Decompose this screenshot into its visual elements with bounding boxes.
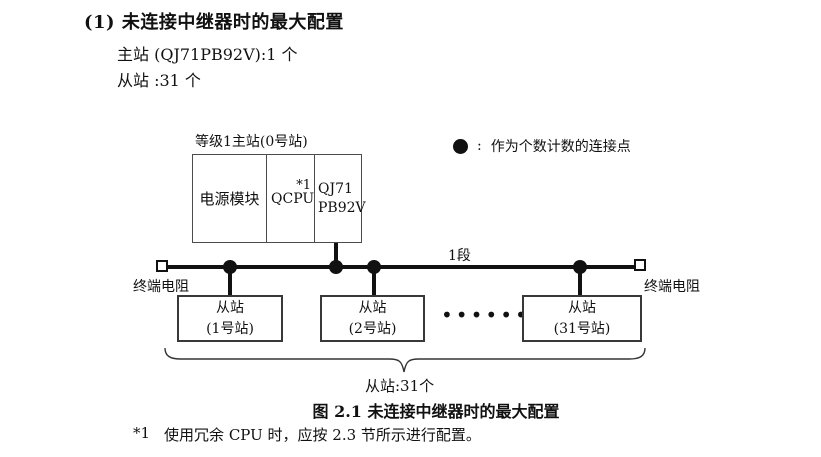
slave1-drop-line xyxy=(228,267,232,295)
slave-station-31-box: 从站 (31号站) xyxy=(522,295,642,342)
slave1-title: 从站 xyxy=(216,300,244,317)
footnote-marker: *1 xyxy=(133,424,151,442)
figure-caption: 图 2.1 未连接中继器时的最大配置 xyxy=(312,402,560,421)
terminator-left-label: 终端电阻 xyxy=(133,279,189,295)
terminator-right-label: 终端电阻 xyxy=(644,279,700,295)
slave-count-line: 从站 :31 个 xyxy=(117,71,201,90)
slave1-station-no: (1号站) xyxy=(206,320,254,337)
ellipsis-dots: •••••• xyxy=(441,303,530,327)
master-count-line: 主站 (QJ71PB92V):1 个 xyxy=(117,45,298,64)
slave31-drop-line xyxy=(578,267,582,295)
qcpu-label: QCPU xyxy=(271,190,315,207)
connection-point-dot xyxy=(329,260,343,274)
slaves-brace xyxy=(164,347,646,373)
slave31-station-no: (31号站) xyxy=(553,320,611,337)
master-drop-line xyxy=(334,243,338,267)
slave-station-1-box: 从站 (1号站) xyxy=(177,295,283,342)
slave31-title: 从站 xyxy=(568,300,596,317)
segment-label: 1段 xyxy=(448,248,471,264)
legend-text: 作为个数计数的连接点 xyxy=(490,139,631,155)
section-heading: (1) 未连接中继器时的最大配置 xyxy=(84,12,344,33)
pb92v-line: PB92V xyxy=(318,199,366,216)
master-station-label: 等级1主站(0号站) xyxy=(195,134,308,150)
slave-station-2-box: 从站 (2号站) xyxy=(320,295,425,342)
footnote-text: 使用冗余 CPU 时，应按 2.3 节所示进行配置。 xyxy=(164,426,481,444)
connection-point-dot xyxy=(223,260,237,274)
power-module-cell: 电源模块 xyxy=(199,190,260,208)
qcpu-cell: QCPU *1 xyxy=(266,155,314,242)
terminating-resistor-left-icon xyxy=(156,260,168,272)
footnote-ref-marker: *1 xyxy=(296,178,311,193)
bus-line xyxy=(168,265,635,269)
qj71-line: QJ71 xyxy=(318,180,353,197)
slave2-drop-line xyxy=(372,267,376,295)
qj71pb92v-cell: QJ71 PB92V xyxy=(314,155,366,242)
brace-label: 从站:31个 xyxy=(365,377,435,395)
connection-point-icon xyxy=(453,138,468,154)
slave2-title: 从站 xyxy=(358,300,387,317)
terminating-resistor-right-icon xyxy=(634,259,646,271)
connection-point-dot xyxy=(367,260,381,274)
slave2-station-no: (2号站) xyxy=(348,320,397,337)
legend: : 作为个数计数的连接点 xyxy=(453,136,631,156)
legend-separator: : xyxy=(477,138,482,154)
connection-point-dot xyxy=(573,260,587,274)
footnote: *1 使用冗余 CPU 时，应按 2.3 节所示进行配置。 xyxy=(133,424,481,445)
master-station-box: 电源模块 QCPU *1 QJ71 PB92V xyxy=(192,154,366,243)
